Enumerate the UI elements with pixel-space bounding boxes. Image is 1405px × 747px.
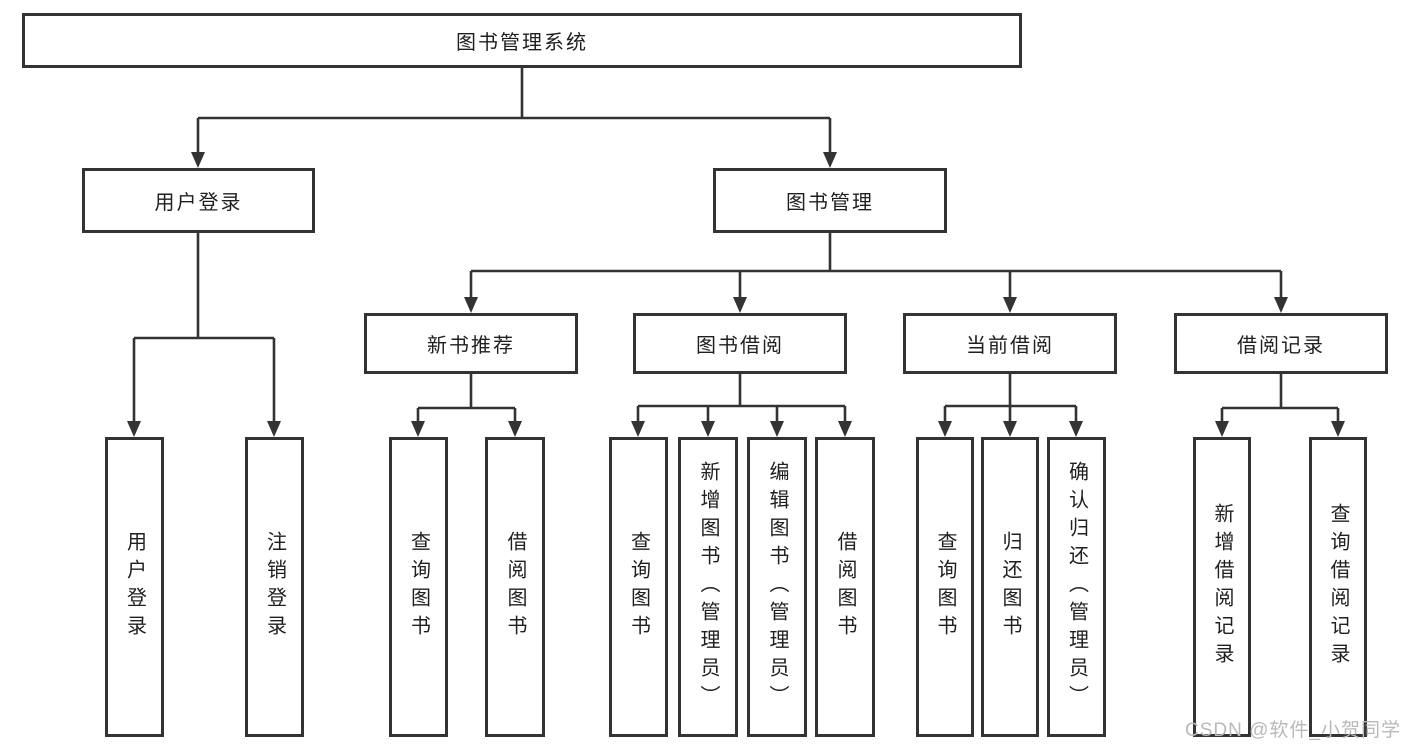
leaf-records-query: 查询借阅记录 xyxy=(1309,437,1367,737)
connector-book-mgmt xyxy=(469,233,1283,301)
connector-root xyxy=(196,68,832,156)
node-book-mgmt: 图书管理 xyxy=(713,168,947,233)
node-borrow-records: 借阅记录 xyxy=(1174,313,1388,374)
leaf-newbooks-borrow: 借阅图书 xyxy=(485,437,545,737)
leaf-newbooks-query: 查询图书 xyxy=(389,437,448,737)
node-user-login: 用户登录 xyxy=(82,168,315,233)
leaf-current-return: 归还图书 xyxy=(981,437,1039,737)
connector-current-borrow xyxy=(943,374,1078,425)
connector-new-books xyxy=(416,374,517,425)
node-root: 图书管理系统 xyxy=(22,13,1022,68)
node-current-borrow: 当前借阅 xyxy=(903,313,1117,374)
leaf-current-query: 查询图书 xyxy=(916,437,974,737)
node-book-borrow: 图书借阅 xyxy=(633,313,847,374)
leaf-borrow-edit-admin: 编辑图书（管理员） xyxy=(747,437,807,737)
leaf-current-confirm-admin: 确认归还（管理员） xyxy=(1047,437,1106,737)
leaf-logout: 注销登录 xyxy=(245,437,304,737)
connector-book-borrow xyxy=(636,374,847,425)
leaf-borrow-add-admin: 新增图书（管理员） xyxy=(678,437,738,737)
leaf-records-add: 新增借阅记录 xyxy=(1193,437,1251,737)
node-new-books: 新书推荐 xyxy=(364,313,578,374)
leaf-borrow-borrow: 借阅图书 xyxy=(815,437,875,737)
csdn-watermark: CSDN @软件_小贺同学 xyxy=(1185,720,1401,741)
leaf-user-login: 用户登录 xyxy=(105,437,164,737)
connector-borrow-records xyxy=(1220,374,1340,425)
leaf-borrow-query: 查询图书 xyxy=(609,437,668,737)
connector-user-login xyxy=(132,233,276,425)
